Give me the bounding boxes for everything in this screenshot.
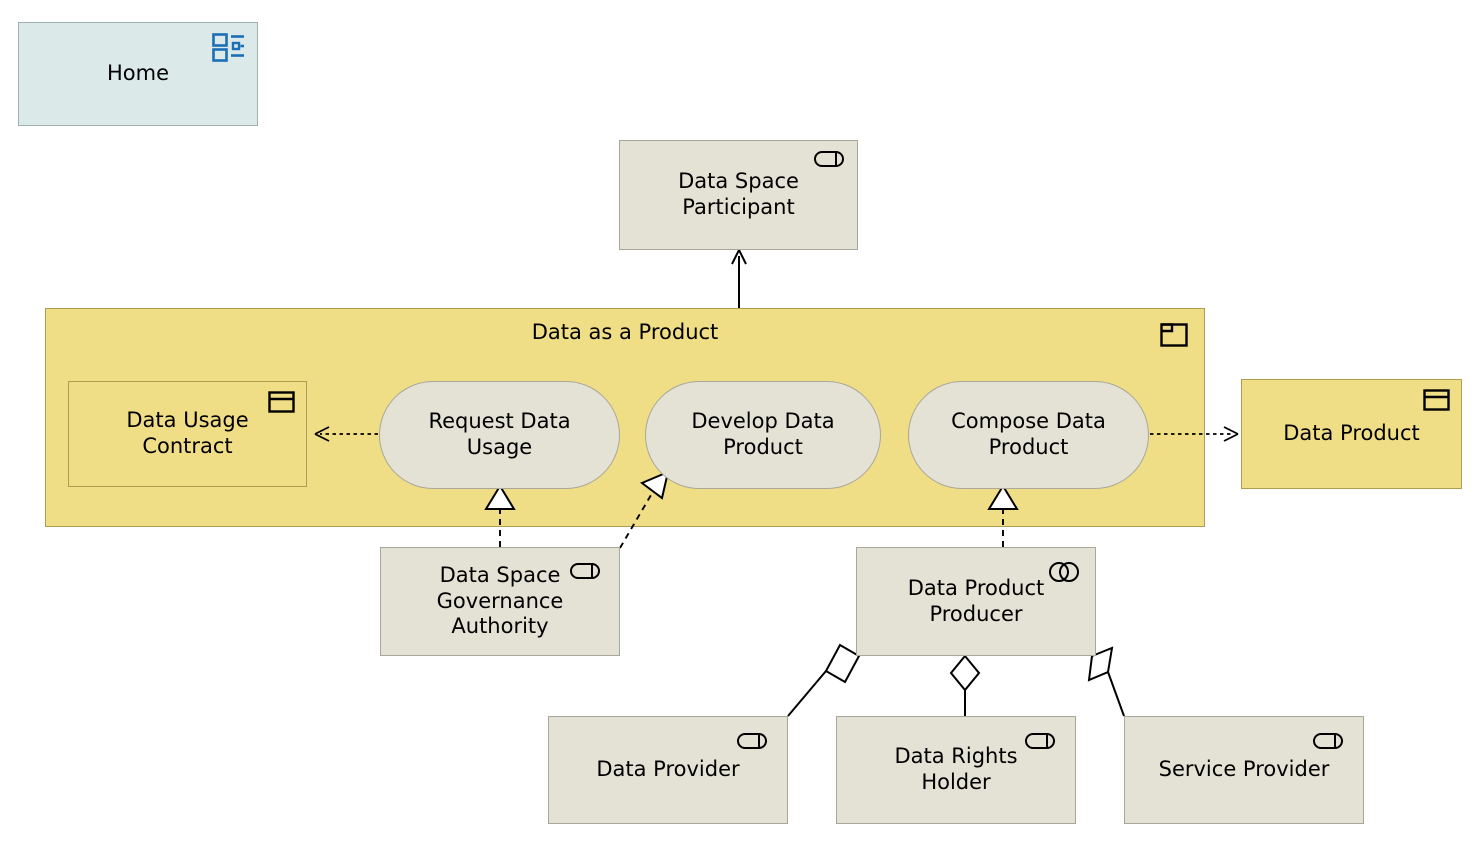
- node-request-data-usage-label: Request Data Usage: [428, 409, 571, 459]
- node-develop-data-product-label: Develop Data Product: [691, 409, 835, 459]
- node-home[interactable]: Home: [18, 22, 258, 126]
- business-role-icon: [737, 732, 769, 750]
- node-data-space-governance-authority-label: Data Space Governance Authority: [436, 563, 564, 639]
- view-icon: [212, 32, 246, 62]
- node-data-product[interactable]: Data Product: [1241, 379, 1462, 489]
- node-data-space-governance-authority[interactable]: Data Space Governance Authority: [380, 547, 620, 656]
- relationship-assignment-group-to-participant: [731, 247, 747, 308]
- node-develop-data-product[interactable]: Develop Data Product: [645, 381, 881, 489]
- node-data-rights-holder[interactable]: Data Rights Holder: [836, 716, 1076, 824]
- relationship-aggregation-producer-data-rights-holder: [949, 654, 981, 716]
- node-data-provider[interactable]: Data Provider: [548, 716, 788, 824]
- node-data-provider-label: Data Provider: [596, 757, 740, 782]
- node-compose-data-product-label: Compose Data Product: [951, 409, 1106, 459]
- node-data-space-participant-label: Data Space Participant: [678, 169, 799, 219]
- business-role-icon: [1313, 732, 1345, 750]
- node-request-data-usage[interactable]: Request Data Usage: [379, 381, 620, 489]
- node-home-label: Home: [106, 61, 169, 86]
- node-service-provider[interactable]: Service Provider: [1124, 716, 1364, 824]
- node-data-space-participant[interactable]: Data Space Participant: [619, 140, 858, 250]
- node-data-usage-contract[interactable]: Data Usage Contract: [68, 381, 307, 487]
- relationship-aggregation-producer-service-provider: [1087, 646, 1125, 717]
- relationship-aggregation-producer-data-provider: [787, 643, 861, 717]
- node-data-product-producer[interactable]: Data Product Producer: [856, 547, 1096, 656]
- node-data-rights-holder-label: Data Rights Holder: [894, 744, 1018, 794]
- node-compose-data-product[interactable]: Compose Data Product: [908, 381, 1149, 489]
- business-role-icon: [814, 150, 846, 168]
- group-title: Data as a Product: [531, 320, 719, 344]
- business-object-icon: [1423, 389, 1450, 411]
- node-data-product-label: Data Product: [1283, 421, 1420, 446]
- node-data-usage-contract-label: Data Usage Contract: [126, 408, 249, 458]
- node-data-product-producer-label: Data Product Producer: [907, 575, 1045, 626]
- node-service-provider-label: Service Provider: [1158, 757, 1330, 782]
